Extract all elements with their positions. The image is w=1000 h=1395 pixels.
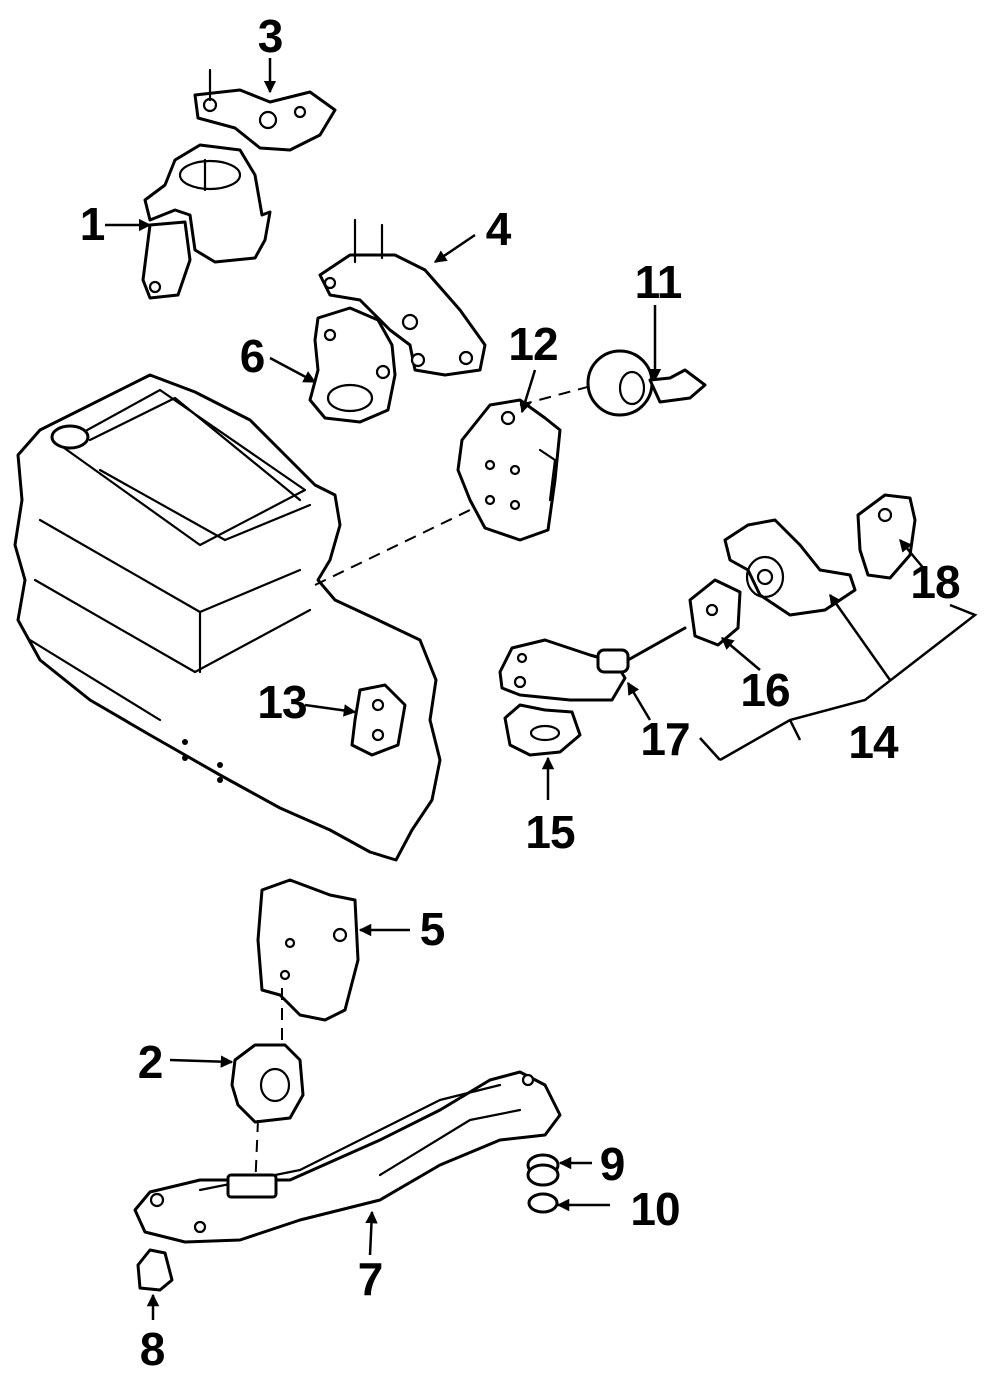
part-11-mount: [586, 349, 707, 417]
part-15-plate: [503, 703, 582, 757]
oil-cap-icon: [50, 424, 90, 450]
callout-18: 18: [910, 556, 960, 608]
part-8-bushing: [136, 1248, 174, 1292]
part-7-crossmember: [133, 1070, 562, 1244]
callout-4: 4: [486, 203, 512, 255]
part-6-bracket: [308, 306, 397, 424]
part-3-bracket: [193, 68, 337, 152]
callout-16: 16: [740, 664, 789, 716]
part-9-bushing: [526, 1153, 560, 1187]
callout-1: 1: [80, 198, 105, 250]
part-2-mount: [230, 985, 305, 1191]
callout-5: 5: [420, 903, 445, 955]
callout-14: 14: [848, 716, 899, 768]
callout-11: 11: [635, 256, 682, 308]
part-4-bracket: [318, 218, 487, 377]
callout-12: 12: [508, 318, 557, 370]
callout-10: 10: [630, 1183, 679, 1235]
part-17-rod: [498, 626, 687, 702]
callout-13: 13: [257, 676, 306, 728]
part-18-bracket: [856, 493, 917, 580]
callout-15: 15: [525, 806, 575, 858]
callout-2: 2: [138, 1036, 163, 1088]
part-10-washer: [527, 1192, 559, 1214]
engine-block: [13, 373, 442, 862]
part-5-bracket: [256, 878, 360, 1022]
callout-7: 7: [358, 1253, 383, 1305]
part-12-bracket: [456, 398, 562, 542]
part-16-bushing: [688, 578, 742, 647]
callout-8: 8: [140, 1323, 165, 1375]
part-13-plate: [350, 683, 407, 757]
callout-3: 3: [258, 10, 283, 62]
callout-labels: 3 1 4 6 12 11 13 18 16 17 14 15 5 2 9 10…: [80, 10, 961, 1375]
part-14-mount: [723, 518, 857, 617]
part-1-mount: [141, 143, 272, 300]
callout-6: 6: [240, 330, 265, 382]
callout-17: 17: [640, 713, 689, 765]
callout-9: 9: [600, 1138, 625, 1190]
leader-lines: [105, 58, 978, 1320]
